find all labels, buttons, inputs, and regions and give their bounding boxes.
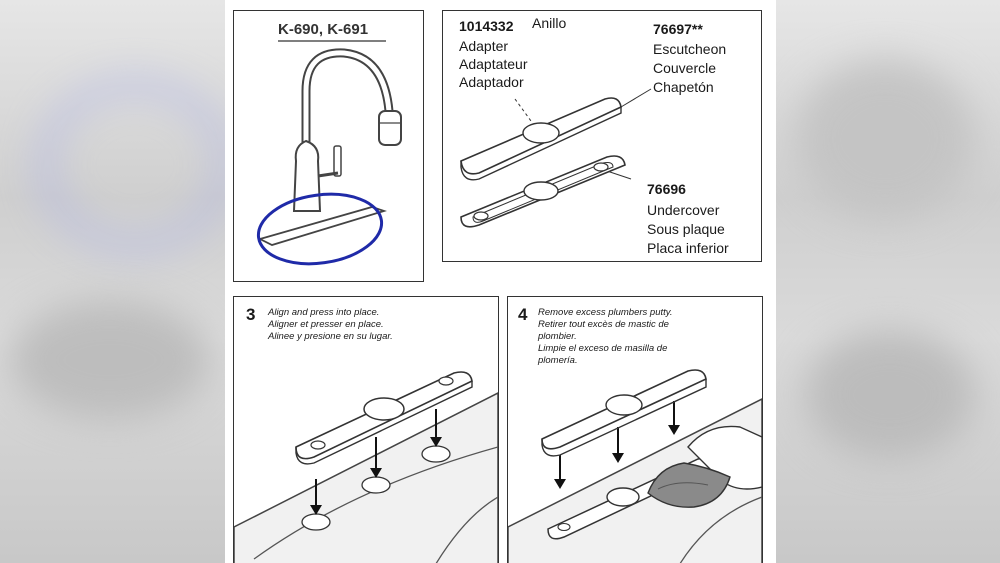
blurred-background-right bbox=[775, 0, 1000, 563]
parts-panel: 1014332 Anillo Adapter Adaptateur Adapta… bbox=[442, 10, 762, 262]
instruction-sheet: K-690, K-691 bbox=[225, 0, 776, 563]
undercover-part-number: 76696 bbox=[647, 181, 686, 197]
faucet-illustration bbox=[256, 40, 402, 266]
step3-line-en: Align and press into place. bbox=[268, 307, 380, 318]
adapter-label-en: Adapter bbox=[459, 38, 509, 54]
ring-part-number: 1014332 bbox=[459, 18, 514, 34]
undercover-label-en: Undercover bbox=[647, 202, 720, 218]
step3-line-fr: Aligner et presser en place. bbox=[268, 319, 384, 330]
escutcheon-label-fr: Couvercle bbox=[653, 60, 717, 76]
escutcheon-label-es: Chapetón bbox=[653, 79, 714, 95]
step4-line-2: Retirer tout excès de mastic de bbox=[538, 319, 669, 330]
step4-panel: 4 Remove excess plumbers putty. Retirer … bbox=[507, 296, 763, 563]
escutcheon-label-en: Escutcheon bbox=[653, 41, 727, 57]
ring-part-name: Anillo bbox=[532, 15, 567, 31]
step3-line-es: Alinee y presione en su lugar. bbox=[268, 331, 393, 342]
step4-number: 4 bbox=[518, 305, 528, 324]
undercover-label-es: Placa inferior bbox=[647, 240, 729, 256]
step4-line-4: Limpie el exceso de masilla de bbox=[538, 343, 668, 354]
blurred-ellipse bbox=[40, 80, 230, 250]
escutcheon-part-number: 76697** bbox=[653, 21, 703, 37]
step4-line-3: plombier. bbox=[538, 331, 577, 342]
blurred-shape bbox=[795, 60, 975, 220]
blurred-shape bbox=[10, 300, 210, 420]
faucet-panel: K-690, K-691 bbox=[233, 10, 424, 282]
blurred-background-left bbox=[0, 0, 230, 563]
parts-illustration bbox=[460, 88, 652, 228]
step4-illustration bbox=[508, 369, 762, 563]
adapter-label-fr: Adaptateur bbox=[459, 56, 528, 72]
undercover-label-fr: Sous plaque bbox=[647, 221, 725, 237]
highlight-ellipse bbox=[256, 192, 384, 266]
step4-line-5: plomería. bbox=[538, 355, 578, 366]
step3-panel: 3 Align and press into place. Aligner et… bbox=[233, 296, 499, 563]
step4-line-1: Remove excess plumbers putty. bbox=[538, 307, 673, 318]
model-number: K-690, K-691 bbox=[278, 21, 369, 38]
step3-illustration bbox=[234, 371, 498, 563]
blurred-shape bbox=[805, 330, 975, 460]
adapter-label-es: Adaptador bbox=[459, 74, 524, 90]
step3-number: 3 bbox=[246, 305, 256, 324]
